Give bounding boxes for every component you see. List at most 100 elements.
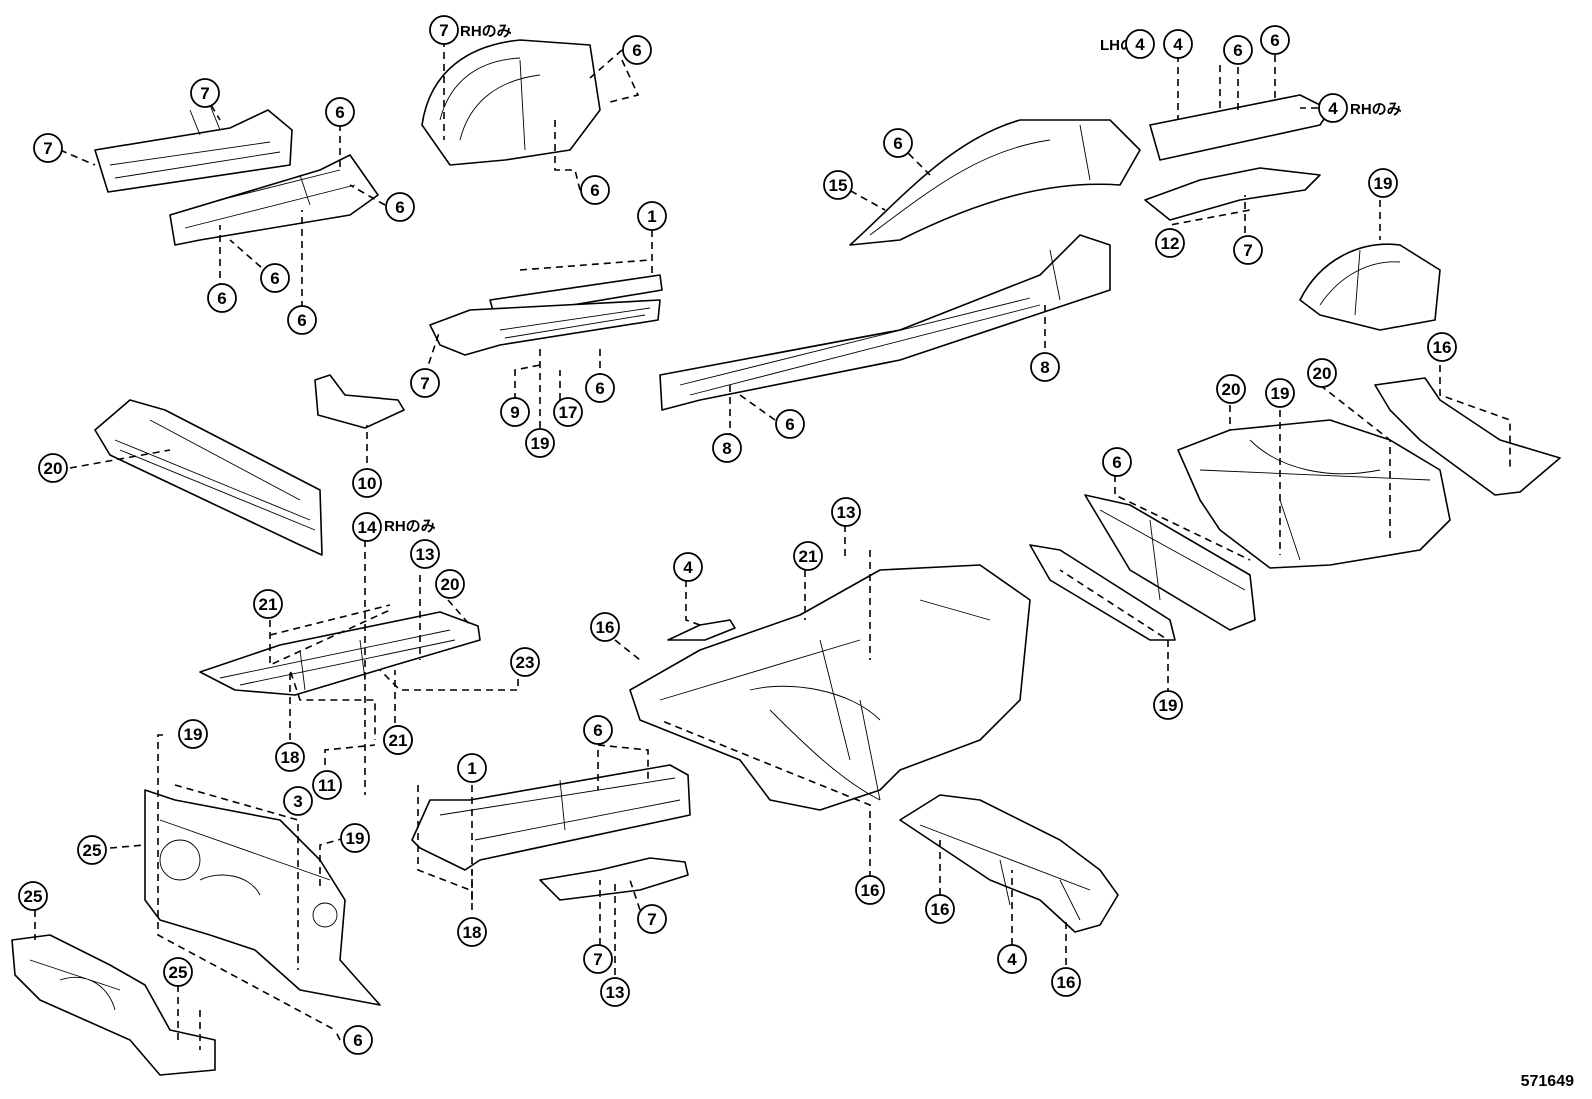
callout-6: 6 <box>325 97 355 127</box>
callout-6: 6 <box>287 305 317 335</box>
callout-1: 1 <box>457 753 487 783</box>
callout-8: 8 <box>1030 352 1060 382</box>
callout-19: 19 <box>1265 378 1295 408</box>
callout-7: 7 <box>410 368 440 398</box>
callout-label: 19 <box>1159 696 1178 715</box>
callout-circle <box>831 497 861 527</box>
callout-7: 7 <box>190 78 220 108</box>
callout-21: 21 <box>793 541 823 571</box>
callout-circle <box>997 944 1027 974</box>
callout-circle <box>510 647 540 677</box>
callout-label: 6 <box>1270 31 1279 50</box>
callout-6: 6 <box>1102 447 1132 477</box>
callout-circle <box>525 428 555 458</box>
part-floor-bracket <box>539 857 689 901</box>
callout-circle <box>383 725 413 755</box>
callout-19: 19 <box>525 428 555 458</box>
callout-circle <box>385 192 415 222</box>
callout-label: 21 <box>799 547 818 566</box>
callout-circle <box>712 433 742 463</box>
callout-label: 21 <box>259 595 278 614</box>
callout-label: 7 <box>647 910 656 929</box>
callout-18: 18 <box>275 742 305 772</box>
callout-4: 4 <box>1163 29 1193 59</box>
callout-label: 9 <box>510 403 519 422</box>
callout-circle <box>18 881 48 911</box>
callout-13: 13 <box>600 977 630 1007</box>
part-rear-floor-pan <box>1177 419 1451 569</box>
callout-label: 19 <box>1374 174 1393 193</box>
callout-18: 18 <box>457 917 487 947</box>
callout-circle <box>1102 447 1132 477</box>
callout-circle <box>340 823 370 853</box>
callout-label: 7 <box>1243 241 1252 260</box>
callout-circle <box>553 397 583 427</box>
callout-label: 1 <box>467 759 476 778</box>
callout-circle <box>600 977 630 1007</box>
callout-4: 4 <box>673 552 703 582</box>
callout-6: 6 <box>1260 25 1290 55</box>
callout-13: 13 <box>410 539 440 569</box>
callout-label: 14 <box>358 518 377 537</box>
callout-label: 6 <box>593 721 602 740</box>
callout-label: 25 <box>169 963 188 982</box>
callout-label: 12 <box>1161 234 1180 253</box>
callout-label: 6 <box>1233 41 1242 60</box>
callout-4: 4 <box>1125 29 1155 59</box>
note-rh-only-mid: RHのみ <box>384 518 436 535</box>
callout-label: 7 <box>200 84 209 103</box>
callout-circle <box>260 263 290 293</box>
callout-4: 4 <box>1318 93 1348 123</box>
callout-label: 4 <box>1007 950 1017 969</box>
callout-circle <box>1153 690 1183 720</box>
callout-16: 16 <box>925 894 955 924</box>
callout-circle <box>1233 235 1263 265</box>
callout-20: 20 <box>1307 358 1337 388</box>
callout-circle <box>637 904 667 934</box>
callout-7: 7 <box>637 904 667 934</box>
part-spare-tire-pan <box>1299 243 1441 331</box>
callout-label: 6 <box>785 415 794 434</box>
callout-label: 4 <box>1135 35 1145 54</box>
callout-label: 20 <box>1313 364 1332 383</box>
callout-label: 6 <box>590 181 599 200</box>
part-front-floor-pan <box>199 611 481 696</box>
callout-6: 6 <box>1223 35 1253 65</box>
callout-circle <box>1125 29 1155 59</box>
callout-circle <box>38 453 68 483</box>
callout-label: 6 <box>893 134 902 153</box>
callout-label: 6 <box>1112 453 1121 472</box>
callout-16: 16 <box>1051 967 1081 997</box>
callout-label: 8 <box>722 439 731 458</box>
callout-label: 23 <box>516 653 535 672</box>
callout-6: 6 <box>585 373 615 403</box>
callout-circle <box>883 128 913 158</box>
callout-label: 16 <box>931 900 950 919</box>
part-front-side-member <box>169 154 379 246</box>
callout-circle <box>435 569 465 599</box>
callout-circle <box>1030 352 1060 382</box>
callout-6: 6 <box>583 715 613 745</box>
callout-25: 25 <box>77 835 107 865</box>
note-rh-only-top: RHのみ <box>460 23 512 40</box>
callout-circle <box>855 875 885 905</box>
callout-8: 8 <box>712 433 742 463</box>
callout-circle <box>1265 378 1295 408</box>
part-bracket <box>314 374 405 429</box>
part-cowl-top <box>94 399 323 556</box>
callout-circle <box>1260 25 1290 55</box>
callout-label: 13 <box>606 983 625 1002</box>
callout-circle <box>190 78 220 108</box>
callout-11: 11 <box>312 770 342 800</box>
callout-6: 6 <box>207 283 237 313</box>
callout-circle <box>410 539 440 569</box>
callout-label: 3 <box>293 792 302 811</box>
callout-label: 6 <box>632 41 641 60</box>
callout-label: 6 <box>217 289 226 308</box>
callout-19: 19 <box>1368 168 1398 198</box>
callout-4: 4 <box>997 944 1027 974</box>
callout-circle <box>925 894 955 924</box>
note-rh-only-right: RHのみ <box>1350 101 1402 118</box>
callout-label: 7 <box>43 139 52 158</box>
callout-label: 18 <box>463 923 482 942</box>
